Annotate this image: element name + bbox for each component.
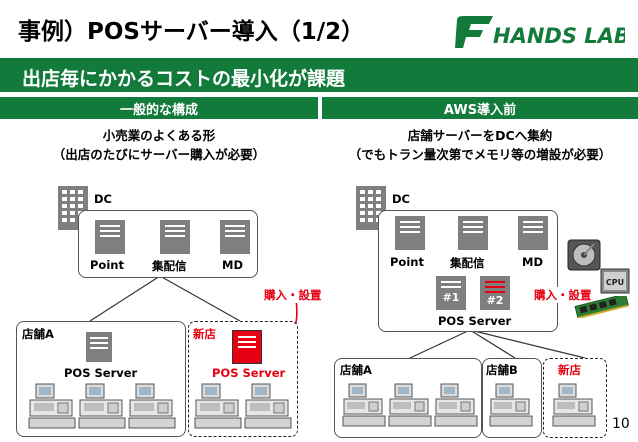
right-pos-server-label: POS Server (438, 314, 512, 328)
pos-server-unit-2: #2 (480, 276, 510, 310)
right-section-header: AWS導入前 (322, 97, 638, 119)
left-section-header: 一般的な構成 (0, 97, 318, 119)
left-description: 小売業のよくある形 （出店のたびにサーバー購入が必要） (0, 126, 318, 164)
right-dc-label: DC (392, 192, 410, 206)
pos-register-icon (128, 383, 176, 429)
left-purchase-label: 購入・設置 (262, 287, 324, 303)
left-store-a-server-label: POS Server (64, 366, 138, 380)
hands-lab-logo: HANDS LAB (455, 16, 625, 48)
left-description-line1: 小売業のよくある形 (102, 128, 216, 143)
server-icon (160, 220, 190, 254)
left-store-a-label: 店舗A (22, 327, 54, 341)
server-icon (95, 220, 125, 254)
pos-server-unit-1: #1 (436, 276, 466, 310)
pos-register-icon (552, 383, 596, 427)
server-label-md: MD (222, 258, 243, 272)
right-store-a-label: 店舗A (340, 363, 372, 377)
memory-module-icon (574, 296, 630, 318)
right-description-line2: （でもトラン量次第でメモリ等の増設が必要） (348, 147, 612, 162)
svg-text:HANDS LAB: HANDS LAB (493, 24, 625, 48)
left-dc-label: DC (94, 192, 112, 206)
hard-disk-icon (567, 239, 601, 271)
page-number: 10 (612, 416, 630, 432)
subtitle-bar (0, 58, 638, 92)
server-label-md: MD (522, 255, 543, 269)
server-icon (458, 216, 488, 250)
pos-unit-label: #2 (486, 294, 504, 307)
pos-register-icon (28, 383, 76, 429)
pos-register-icon (434, 383, 478, 427)
server-icon (395, 216, 425, 250)
right-purchase-label: 購入・設置 (532, 287, 594, 303)
server-icon (220, 220, 250, 254)
pos-register-icon (489, 383, 533, 427)
pos-register-icon (244, 383, 292, 429)
server-label-point: Point (90, 258, 124, 272)
right-description-line1: 店舗サーバーをDCへ集約 (407, 128, 553, 143)
server-label-point: Point (390, 255, 424, 269)
subtitle: 出店毎にかかるコストの最小化が課題 (22, 68, 346, 90)
left-new-store-server-label: POS Server (212, 366, 286, 380)
pos-register-icon (388, 383, 432, 427)
server-icon (518, 216, 548, 250)
page-title: 事例）POSサーバー導入（1/2） (18, 19, 365, 45)
pos-register-icon (342, 383, 386, 427)
svg-text:CPU: CPU (606, 278, 624, 287)
left-new-store-label: 新店 (193, 327, 216, 341)
right-new-store-label: 新店 (558, 363, 581, 377)
server-icon (86, 332, 112, 362)
right-description: 店舗サーバーをDCへ集約 （でもトラン量次第でメモリ等の増設が必要） (322, 126, 638, 164)
server-label-distribution: 集配信 (450, 256, 485, 270)
new-server-icon (232, 330, 262, 364)
pos-register-icon (194, 383, 242, 429)
pos-unit-label: #1 (442, 291, 460, 304)
left-description-line2: （出店のたびにサーバー購入が必要） (52, 147, 266, 162)
cpu-icon: CPU (600, 268, 630, 294)
right-store-b-label: 店舗B (486, 363, 518, 377)
building-icon (58, 186, 88, 230)
pos-register-icon (78, 383, 126, 429)
server-label-distribution: 集配信 (152, 259, 187, 273)
